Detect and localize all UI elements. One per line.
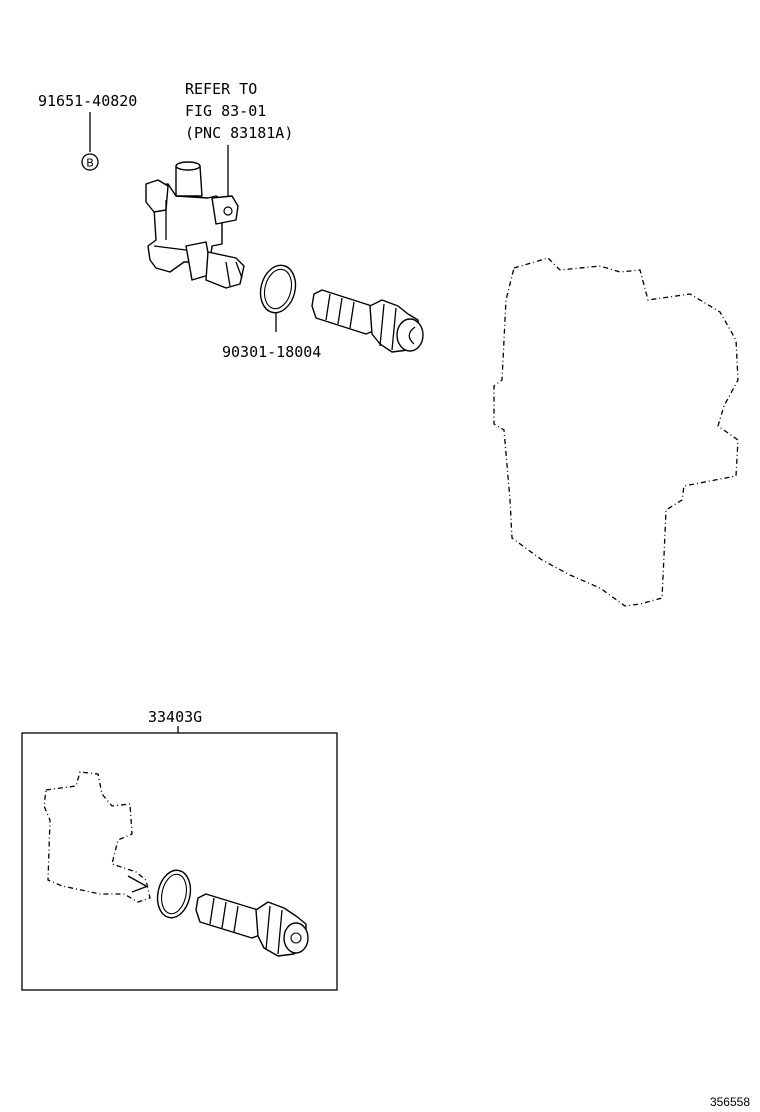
- bolt-marker-letter: B: [86, 157, 94, 170]
- refer-to-line-3[interactable]: (PNC 83181A): [185, 124, 293, 142]
- bolt-part-number[interactable]: 91651-40820: [38, 92, 137, 110]
- transmission-outline-icon: [493, 257, 739, 607]
- refer-to-line-1: REFER TO: [185, 80, 257, 98]
- speed-sensor-icon[interactable]: [145, 161, 245, 289]
- kit-contents-box: [21, 732, 338, 991]
- kit-o-ring-icon: [156, 869, 192, 919]
- kit-driven-gear-icon: [195, 893, 309, 957]
- figure-id: 356558: [710, 1095, 750, 1109]
- bolt-marker-icon: B: [81, 153, 99, 171]
- kit-part-number[interactable]: 33403G: [148, 708, 202, 726]
- o-ring-part-number[interactable]: 90301-18004: [222, 343, 321, 361]
- o-ring-icon[interactable]: [256, 262, 301, 317]
- refer-to-line-2[interactable]: FIG 83-01: [185, 102, 266, 120]
- kit-speed-sensor-icon: [43, 771, 151, 903]
- driven-gear-icon[interactable]: [311, 289, 424, 353]
